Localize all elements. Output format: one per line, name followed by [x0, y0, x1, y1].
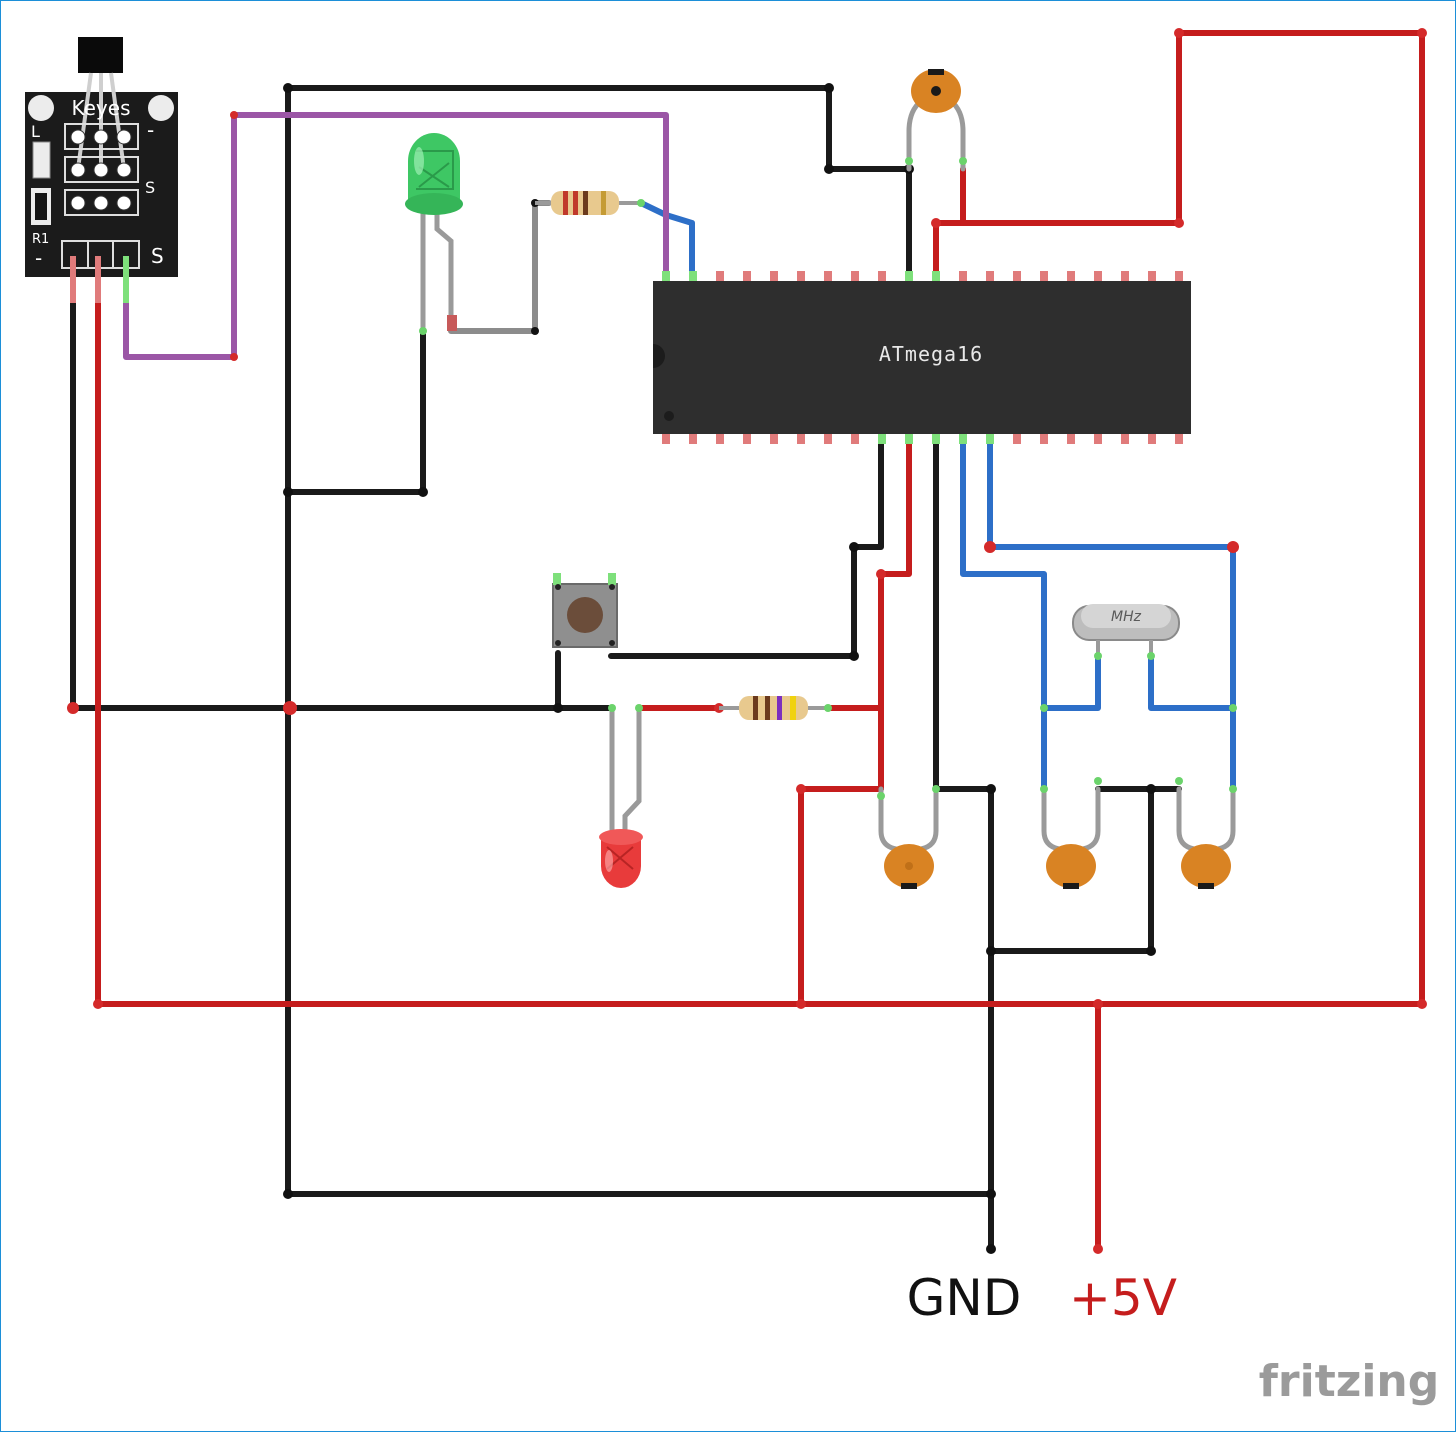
chip-pin	[1121, 271, 1129, 283]
fritzing-watermark: fritzing	[1259, 1356, 1439, 1407]
chip-notch	[653, 344, 665, 368]
wire-xtal-pin1	[1041, 653, 1101, 711]
wire-xtal-right	[987, 435, 1236, 792]
resistor-bottom[interactable]	[719, 696, 828, 720]
chip-pin	[932, 271, 940, 283]
chip-pin	[662, 432, 670, 444]
chip-pin	[824, 432, 832, 444]
silk-S-bottom: S	[151, 244, 164, 268]
wire-xtal-caps-gnd	[988, 786, 1154, 954]
chip-pin	[905, 432, 913, 444]
junction-dots	[67, 28, 1427, 1254]
resistor-R1	[35, 193, 47, 220]
chip-pin	[1040, 271, 1048, 283]
reset-push-button[interactable]	[552, 573, 618, 648]
wire-xtal-pin2	[1148, 653, 1236, 711]
chip-pin	[662, 271, 670, 283]
wire-vcc-top-loop	[933, 30, 1425, 1007]
chip-pin	[1094, 271, 1102, 283]
chip-pin	[1067, 271, 1075, 283]
chip-pin	[878, 432, 886, 444]
chip-pins-bottom	[662, 432, 1183, 444]
atmega16-chip[interactable]: ATmega16	[653, 271, 1191, 444]
mount-hole-right	[148, 95, 174, 121]
chip-pin	[959, 432, 967, 444]
sensor-brand-label: Keyes	[72, 96, 131, 120]
wire-reset-line	[878, 435, 912, 792]
crystal-oscillator[interactable]: MHz	[1072, 604, 1180, 656]
red-led[interactable]	[599, 705, 643, 888]
chip-pin	[932, 432, 940, 444]
wire-xtal-left	[960, 435, 1047, 792]
sensor-head	[78, 37, 123, 73]
sensor-leg-3	[109, 72, 126, 170]
chip-pin	[770, 432, 778, 444]
chip-pin	[959, 271, 967, 283]
chip-pin	[689, 271, 697, 283]
chip-pin	[1013, 432, 1021, 444]
chip-pin	[797, 271, 805, 283]
connector-markers	[419, 157, 1237, 800]
chip-pin	[743, 432, 751, 444]
chip-pin	[1013, 271, 1021, 283]
chip-pin	[716, 432, 724, 444]
chip-pin	[905, 271, 913, 283]
chip-pin	[770, 271, 778, 283]
chip-pin	[1094, 432, 1102, 444]
wire-resistor-to-chip	[638, 200, 695, 280]
capacitor-top[interactable]	[906, 69, 966, 172]
chip-label: ATmega16	[879, 342, 983, 366]
chip-pin	[797, 432, 805, 444]
chip-pin	[1148, 432, 1156, 444]
resistor-top[interactable]	[535, 191, 641, 215]
silk-R1: R1	[32, 232, 49, 247]
green-led[interactable]	[405, 133, 463, 334]
hall-sensor-module[interactable]: Keyes L - S R1 - S	[25, 37, 178, 303]
wire-led-to-resistor	[448, 200, 552, 334]
silk-minus-bottom: -	[35, 246, 42, 270]
chip-pin	[824, 271, 832, 283]
chip-pin	[1040, 432, 1048, 444]
chip-pin	[851, 271, 859, 283]
chip-pin	[986, 432, 994, 444]
capacitor-reset[interactable]	[878, 786, 939, 889]
chip-pin	[1121, 432, 1129, 444]
mount-hole-left	[28, 95, 54, 121]
wire-button-to-chip	[608, 435, 884, 659]
chip-pin	[851, 432, 859, 444]
silk-S-top: S	[145, 178, 155, 197]
vcc-label: +5V	[1069, 1269, 1177, 1327]
sensor-leg-1	[76, 72, 93, 170]
chip-pin	[1067, 432, 1075, 444]
chip-pin	[743, 271, 751, 283]
sensor-led-L	[32, 141, 51, 179]
silk-L: L	[31, 122, 40, 141]
silk-minus-top: -	[147, 118, 154, 142]
crystal-label: MHz	[1111, 609, 1142, 625]
wire-gnd-to-green-led	[285, 328, 426, 495]
chip-pin	[1148, 271, 1156, 283]
chip-body	[653, 281, 1191, 434]
wire-sensor-signal	[123, 112, 669, 360]
chip-pin	[1175, 432, 1183, 444]
chip-pin	[1175, 271, 1183, 283]
chip-pin	[689, 432, 697, 444]
chip-pin	[878, 271, 886, 283]
wire-chip-gnd-down	[933, 435, 994, 1252]
chip-pins-top	[662, 271, 1183, 283]
capacitor-xtal-2[interactable]	[1176, 786, 1236, 889]
capacitor-xtal-1[interactable]	[1041, 786, 1101, 889]
chip-pin1-marker	[664, 411, 674, 421]
chip-pin	[716, 271, 724, 283]
wire-vcc-to-reset-cap	[798, 786, 884, 1007]
gnd-label: GND	[907, 1269, 1022, 1327]
chip-pin	[986, 271, 994, 283]
